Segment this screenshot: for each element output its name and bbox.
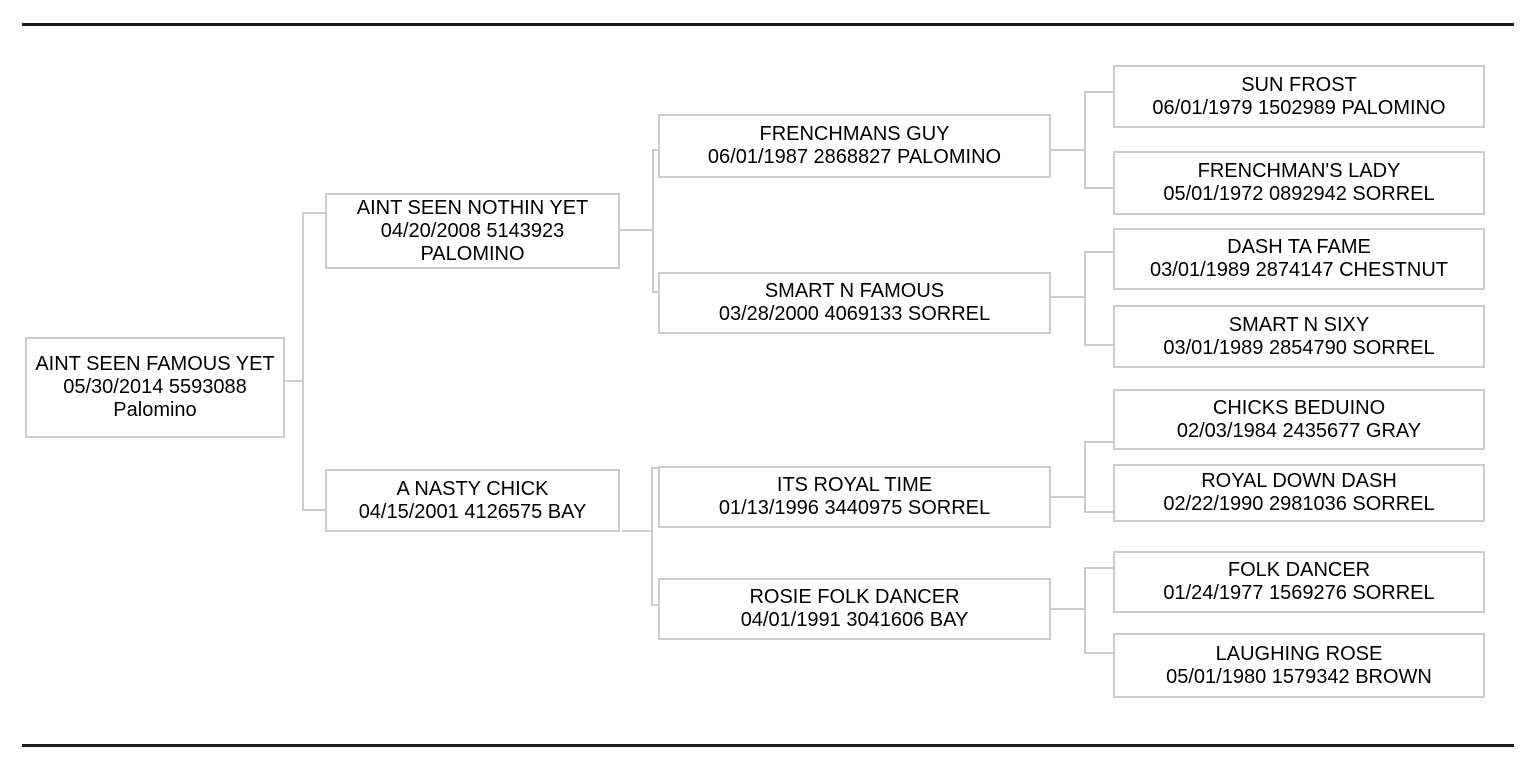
horse-name: FRENCHMANS GUY bbox=[759, 123, 950, 145]
horse-info: 04/20/2008 5143923 PALOMINO bbox=[380, 219, 565, 265]
connector-sire-sire-to-parents bbox=[1051, 91, 1113, 189]
horse-name: A NASTY CHICK bbox=[396, 477, 549, 500]
horse-info: 04/01/1991 3041606 BAY bbox=[740, 609, 969, 631]
pedigree-node-dam-sire-dam: ROYAL DOWN DASH 02/22/1990 2981036 SORRE… bbox=[1113, 464, 1485, 522]
pedigree-node-dam-sire: ITS ROYAL TIME 01/13/1996 3440975 SORREL bbox=[658, 466, 1051, 528]
connector-sire-to-parents bbox=[620, 149, 658, 293]
horse-name: AINT SEEN NOTHIN YET bbox=[356, 196, 589, 219]
horse-name: LAUGHING ROSE bbox=[1215, 642, 1383, 665]
horse-name: FOLK DANCER bbox=[1227, 559, 1371, 581]
connector-dam-to-parents bbox=[622, 467, 658, 606]
horse-info: 05/01/1972 0892942 SORREL bbox=[1163, 183, 1435, 205]
horse-info: 03/01/1989 2874147 CHESTNUT bbox=[1150, 259, 1448, 281]
pedigree-node-sire-dam-dam: SMART N SIXY 03/01/1989 2854790 SORREL bbox=[1113, 305, 1485, 368]
horse-name: FRENCHMAN'S LADY bbox=[1197, 160, 1401, 182]
horse-info: 03/01/1989 2854790 SORREL bbox=[1163, 336, 1435, 359]
horse-name: SMART N FAMOUS bbox=[764, 280, 945, 302]
connector-subject-to-parents bbox=[285, 212, 325, 511]
pedigree-node-sire-dam-sire: DASH TA FAME 03/01/1989 2874147 CHESTNUT bbox=[1113, 228, 1485, 290]
horse-name: AINT SEEN FAMOUS YET bbox=[35, 353, 275, 375]
horse-name: SUN FROST bbox=[1241, 73, 1357, 96]
pedigree-node-subject: AINT SEEN FAMOUS YET 05/30/2014 5593088 … bbox=[25, 337, 285, 438]
horse-info: 02/03/1984 2435677 GRAY bbox=[1176, 419, 1422, 442]
pedigree-node-dam-dam-dam: LAUGHING ROSE 05/01/1980 1579342 BROWN bbox=[1113, 633, 1485, 698]
horse-name: ROSIE FOLK DANCER bbox=[749, 586, 960, 608]
pedigree-node-sire: AINT SEEN NOTHIN YET 04/20/2008 5143923 … bbox=[325, 193, 620, 269]
horse-name: DASH TA FAME bbox=[1227, 236, 1371, 258]
bottom-rule bbox=[22, 744, 1514, 747]
connector-dam-sire-to-parents bbox=[1051, 441, 1113, 513]
horse-name: ITS ROYAL TIME bbox=[776, 474, 933, 496]
horse-info: 06/01/1987 2868827 PALOMINO bbox=[707, 146, 1002, 168]
horse-info: 02/22/1990 2981036 SORREL bbox=[1163, 493, 1435, 515]
connector-dam-dam-to-parents bbox=[1051, 567, 1113, 654]
horse-name: CHICKS BEDUINO bbox=[1212, 396, 1386, 419]
pedigree-node-sire-dam: SMART N FAMOUS 03/28/2000 4069133 SORREL bbox=[658, 272, 1051, 334]
pedigree-node-dam-dam-sire: FOLK DANCER 01/24/1977 1569276 SORREL bbox=[1113, 551, 1485, 613]
horse-info: 04/15/2001 4126575 BAY bbox=[358, 500, 587, 523]
horse-info: 01/24/1977 1569276 SORREL bbox=[1163, 582, 1435, 604]
horse-info: 06/01/1979 1502989 PALOMINO bbox=[1152, 96, 1446, 119]
pedigree-node-sire-sire-sire: SUN FROST 06/01/1979 1502989 PALOMINO bbox=[1113, 65, 1485, 128]
horse-info: 05/01/1980 1579342 BROWN bbox=[1166, 665, 1432, 688]
pedigree-node-dam-sire-sire: CHICKS BEDUINO 02/03/1984 2435677 GRAY bbox=[1113, 389, 1485, 450]
connector-sire-dam-to-parents bbox=[1051, 251, 1113, 346]
horse-color: Palomino bbox=[113, 399, 197, 421]
horse-info: 03/28/2000 4069133 SORREL bbox=[718, 303, 991, 325]
pedigree-node-sire-sire-dam: FRENCHMAN'S LADY 05/01/1972 0892942 SORR… bbox=[1113, 151, 1485, 215]
horse-name: ROYAL DOWN DASH bbox=[1201, 470, 1397, 492]
top-rule bbox=[22, 23, 1514, 26]
pedigree-node-dam-dam: ROSIE FOLK DANCER 04/01/1991 3041606 BAY bbox=[658, 578, 1051, 640]
pedigree-node-sire-sire: FRENCHMANS GUY 06/01/1987 2868827 PALOMI… bbox=[658, 114, 1051, 178]
pedigree-node-dam: A NASTY CHICK 04/15/2001 4126575 BAY bbox=[325, 469, 620, 532]
horse-info: 01/13/1996 3440975 SORREL bbox=[718, 497, 991, 519]
horse-name: SMART N SIXY bbox=[1228, 313, 1370, 336]
horse-info: 05/30/2014 5593088 bbox=[63, 376, 247, 398]
